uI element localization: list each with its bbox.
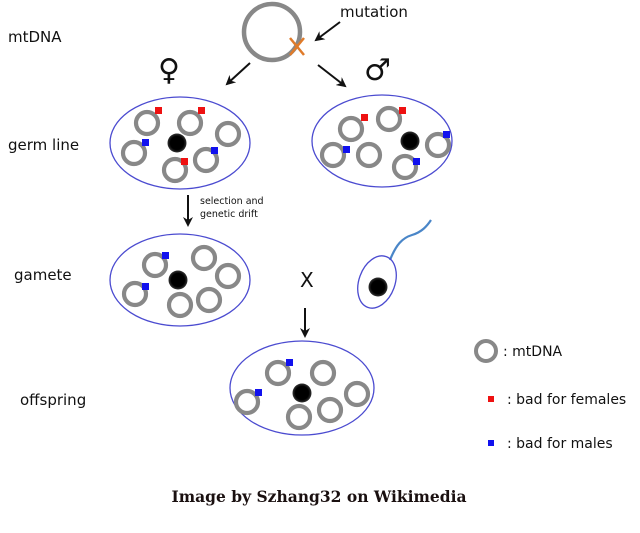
bad-for-males-marker bbox=[413, 158, 420, 165]
mtdna-ring bbox=[214, 120, 242, 148]
mtdna-ring bbox=[133, 109, 161, 137]
nucleus bbox=[168, 270, 188, 290]
row-label-offspring: offspring bbox=[20, 391, 86, 409]
mtdna-ring bbox=[195, 286, 223, 314]
female-germ-line-cell bbox=[109, 96, 251, 190]
mutation-mark-icon bbox=[289, 37, 305, 56]
mtdna-ring bbox=[214, 262, 242, 290]
bad-for-males-marker bbox=[443, 131, 450, 138]
sperm-head bbox=[357, 255, 397, 309]
bad-for-females-marker bbox=[361, 114, 368, 121]
mtdna-ring bbox=[337, 115, 365, 143]
sperm-tail bbox=[388, 219, 432, 261]
male-symbol-icon: ♂ bbox=[364, 53, 391, 88]
legend-bad-for-females-label: : bad for females bbox=[507, 392, 626, 408]
mtdna-ring bbox=[121, 280, 149, 308]
bad-for-males-marker bbox=[286, 359, 293, 366]
mtdna-ring bbox=[309, 359, 337, 387]
cross-symbol: X bbox=[300, 268, 314, 292]
bad-for-females-marker bbox=[181, 158, 188, 165]
sperm-cell bbox=[357, 219, 432, 309]
female-gamete-cell bbox=[109, 233, 251, 327]
mtdna-ring bbox=[176, 109, 204, 137]
mutation-pointer-arrow bbox=[314, 21, 341, 42]
cell-membrane bbox=[229, 340, 375, 436]
bad-for-males-marker bbox=[211, 147, 218, 154]
nucleus bbox=[400, 131, 420, 151]
bad-for-males-marker bbox=[142, 139, 149, 146]
nucleus bbox=[292, 383, 312, 403]
mtdna-ring bbox=[192, 146, 220, 174]
mtdna-ring bbox=[319, 141, 347, 169]
row-label-germ-line: germ line bbox=[8, 136, 79, 154]
mtdna-ring bbox=[355, 141, 383, 169]
nucleus bbox=[167, 133, 187, 153]
bad-for-females-marker bbox=[155, 107, 162, 114]
selection-label-line1: selection and bbox=[200, 196, 264, 207]
legend-mtdna-label: : mtDNA bbox=[503, 344, 563, 360]
mtdna-ring bbox=[141, 251, 169, 279]
bad-for-males-marker bbox=[142, 283, 149, 290]
legend-blue-square-icon bbox=[488, 440, 494, 446]
bad-for-males-marker bbox=[162, 252, 169, 259]
mutation-label: mutation bbox=[340, 3, 408, 21]
image-credit: Image by Szhang32 on Wikimedia bbox=[171, 487, 466, 506]
mtdna-ring bbox=[166, 291, 194, 319]
female-symbol-icon: ♀ bbox=[158, 53, 180, 88]
mtdna-ring bbox=[264, 359, 292, 387]
mtdna-ring bbox=[424, 131, 452, 159]
cell-membrane bbox=[109, 96, 251, 190]
mtdna-ring bbox=[161, 156, 189, 184]
bad-for-females-marker bbox=[399, 107, 406, 114]
mtdna-ring bbox=[190, 244, 218, 272]
mtdna-ring bbox=[233, 388, 261, 416]
arrow-to-female-germ-line bbox=[225, 62, 251, 86]
mtdna-ring bbox=[241, 1, 303, 63]
cell-membrane bbox=[311, 94, 453, 188]
nucleus bbox=[368, 277, 388, 297]
male-germ-line-cell bbox=[311, 94, 453, 188]
offspring-cell bbox=[229, 340, 375, 436]
bad-for-males-marker bbox=[343, 146, 350, 153]
bad-for-females-marker bbox=[198, 107, 205, 114]
mtdna-ring bbox=[120, 139, 148, 167]
parent-mtdna bbox=[241, 1, 305, 63]
mtdna-ring bbox=[285, 403, 313, 431]
arrow-to-male-germ-line bbox=[317, 64, 347, 88]
mtdna-ring bbox=[316, 396, 344, 424]
row-label-mtdna: mtDNA bbox=[8, 28, 62, 46]
mtdna-ring bbox=[375, 105, 403, 133]
bad-for-males-marker bbox=[255, 389, 262, 396]
selection-label-line2: genetic drift bbox=[200, 209, 258, 220]
mtdna-ring bbox=[391, 153, 419, 181]
row-label-gamete: gamete bbox=[14, 266, 72, 284]
mtdna-ring bbox=[343, 380, 371, 408]
cell-membrane bbox=[109, 233, 251, 327]
legend-bad-for-males-label: : bad for males bbox=[507, 436, 613, 452]
legend-mtdna-ring-icon bbox=[474, 339, 498, 363]
legend-red-square-icon bbox=[488, 396, 494, 402]
legend: : mtDNA : bad for females : bad for male… bbox=[474, 339, 626, 452]
